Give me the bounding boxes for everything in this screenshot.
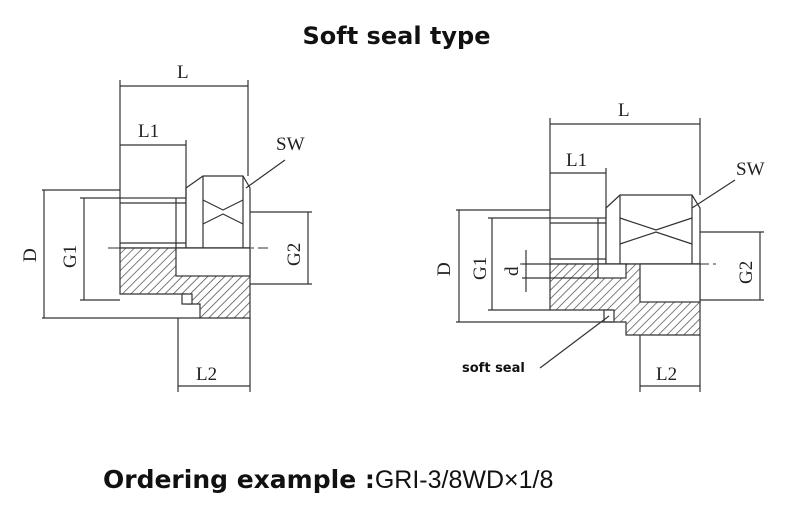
left-fitting-drawing [42, 80, 312, 392]
right-label-SW: SW [736, 159, 765, 180]
right-label-G1: G1 [470, 257, 491, 280]
left-label-L: L [177, 62, 189, 83]
right-label-d: d [502, 266, 523, 276]
right-label-L1: L1 [566, 150, 587, 171]
left-label-L1: L1 [138, 121, 159, 142]
right-label-G2: G2 [736, 261, 757, 284]
right-thread-body [549, 217, 607, 265]
left-label-D: D [20, 248, 41, 262]
ordering-example-value: GRI-3/8WD×1/8 [374, 466, 554, 494]
left-label-L2: L2 [196, 364, 217, 385]
left-thread-body [119, 197, 187, 249]
ordering-example-label: Ordering example : [103, 465, 375, 494]
left-label-G2: G2 [284, 243, 305, 266]
page-title: Soft seal type [302, 22, 491, 50]
left-label-G1: G1 [60, 245, 81, 268]
soft-seal-label: soft seal [462, 361, 525, 376]
right-label-L: L [618, 100, 630, 121]
left-hex-nut [185, 175, 251, 249]
ordering-example: Ordering example :GRI-3/8WD×1/8 [103, 465, 553, 495]
left-label-SW: SW [276, 134, 305, 155]
right-label-L2: L2 [656, 364, 677, 385]
right-label-D: D [434, 262, 455, 276]
right-fitting-drawing [456, 118, 764, 392]
